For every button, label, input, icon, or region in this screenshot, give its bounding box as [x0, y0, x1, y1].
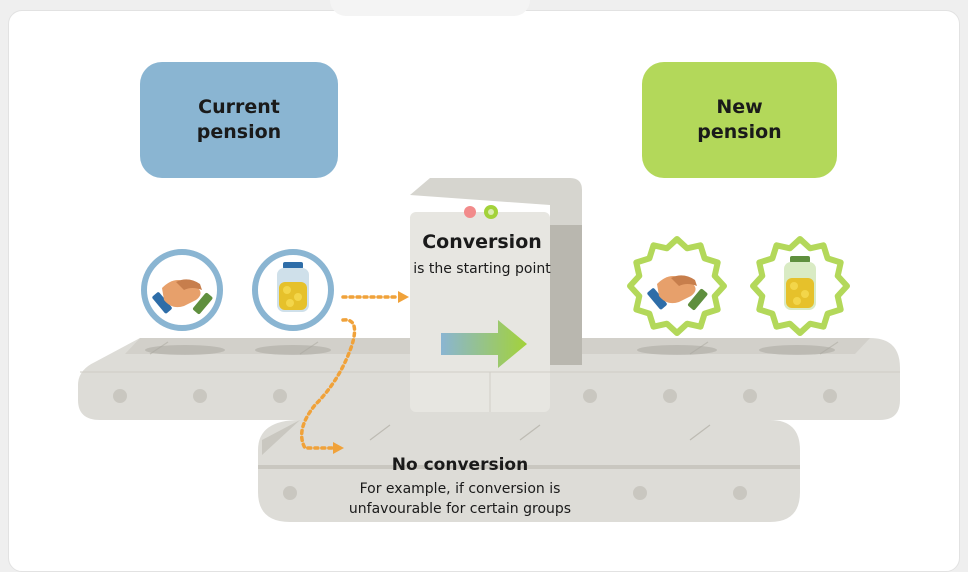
conversion-machine	[410, 178, 582, 412]
conversion-title: Conversion	[422, 231, 542, 253]
current-handshake-icon	[141, 249, 223, 331]
current-coin-jar-icon	[252, 249, 334, 331]
conversion-subtitle: is the starting point	[413, 261, 551, 277]
dotted-flow-arrows	[299, 291, 409, 454]
no-conversion-title: No conversion	[391, 455, 529, 475]
lower-conveyor-belt	[258, 420, 800, 522]
new-pension-box: New pension	[642, 62, 837, 178]
top-tab	[330, 0, 530, 16]
current-pension-box: Current pension	[140, 62, 338, 178]
new-handshake-icon	[627, 236, 727, 336]
conversion-arrow-icon	[441, 320, 527, 368]
red-status-light	[464, 206, 476, 218]
no-conversion-subtitle: For example, if conversion is unfavourab…	[348, 481, 572, 517]
new-coin-jar-icon	[750, 236, 850, 336]
